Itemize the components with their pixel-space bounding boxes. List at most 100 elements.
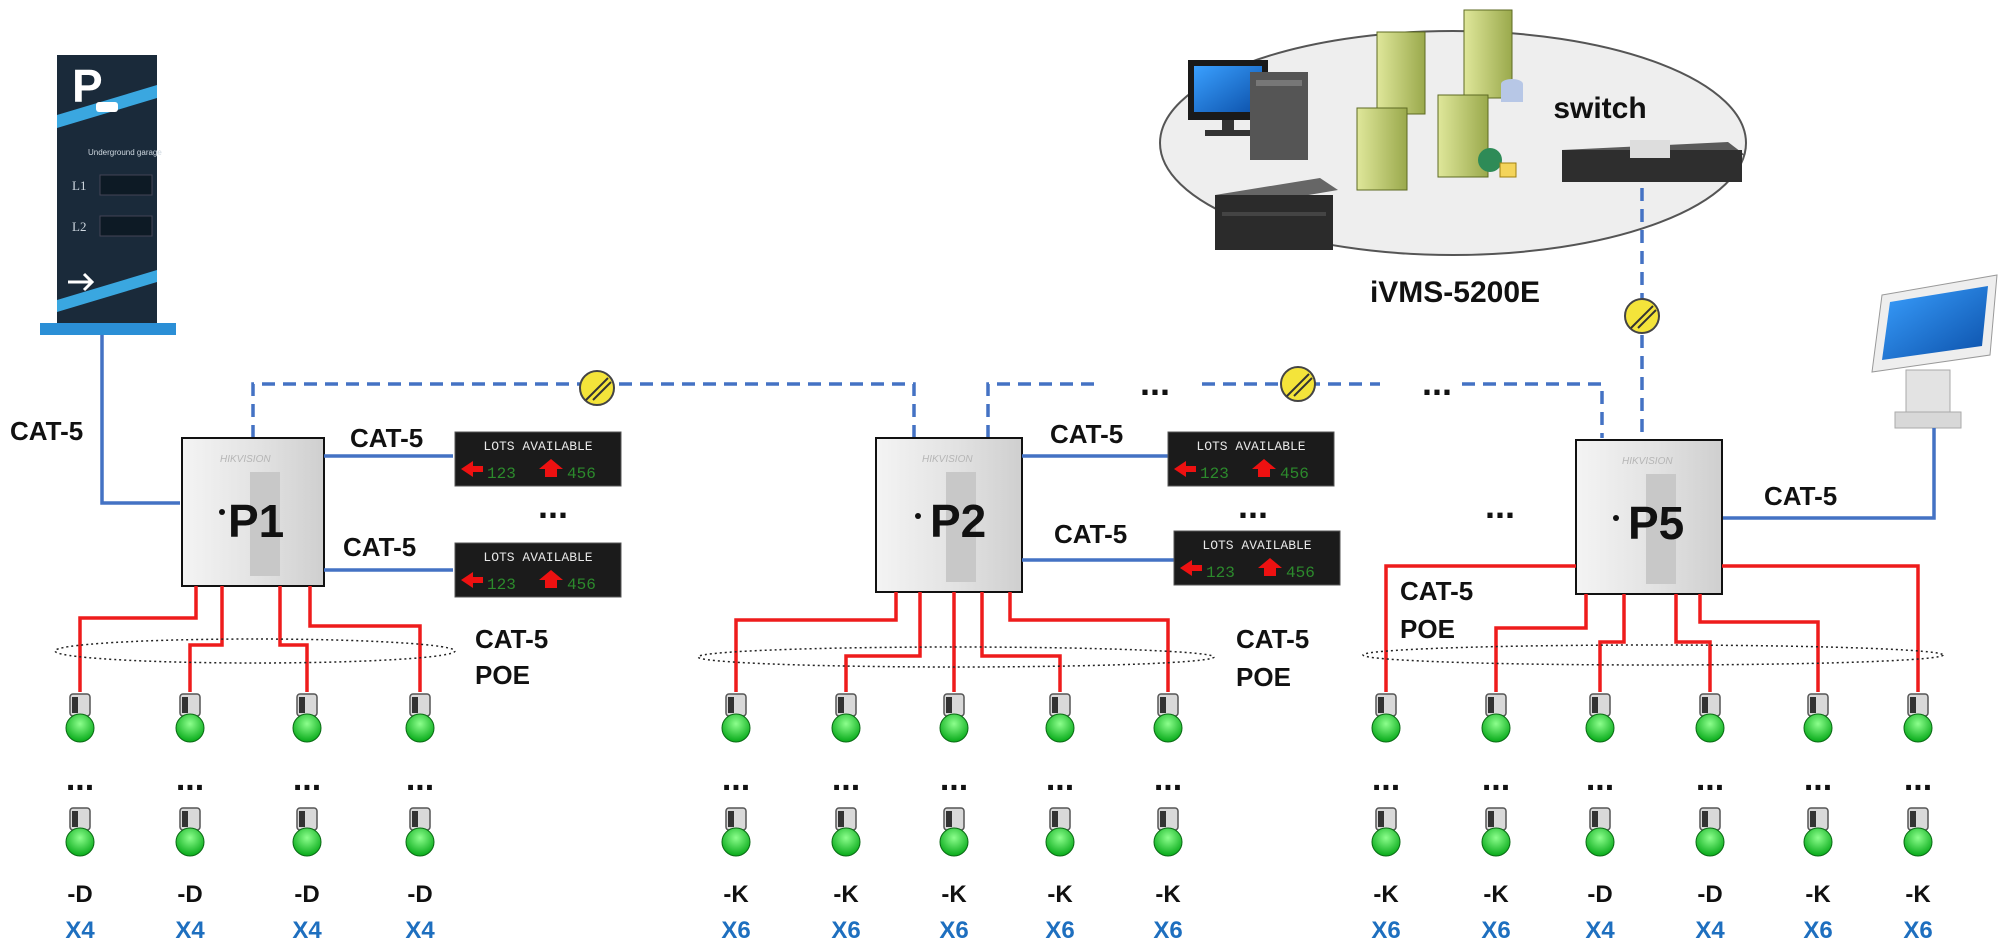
led-display-p1-1: LOTS AVAILABLE 123 456	[454, 431, 622, 487]
p5-brand: HIKVISION	[1622, 456, 1673, 467]
p1-top-cable-label: CAT-5	[350, 423, 423, 453]
sensor-column-p2-1: ...-KX6	[721, 693, 751, 944]
parking-sensor-icon	[1481, 693, 1511, 743]
sensor-type-label: -D	[67, 881, 92, 908]
cable-bundle-p5	[1362, 644, 1944, 666]
sensor-count-label: X4	[1585, 917, 1615, 944]
p1-bottom-cable-label: CAT-5	[343, 532, 416, 562]
cable-p5-kiosk	[1722, 428, 1936, 520]
led-display-p1-2: LOTS AVAILABLE 123 456	[454, 542, 622, 598]
sensor-count-label: X4	[65, 917, 95, 944]
display-title: LOTS AVAILABLE	[483, 439, 592, 454]
ellipsis-before-p5: ...	[1485, 485, 1515, 526]
sensor-count-label: X4	[175, 917, 205, 944]
nvr-device-icon	[1215, 178, 1338, 250]
sensor-type-label: -K	[833, 881, 859, 908]
p1-label: P1	[228, 495, 284, 547]
sign-level-2: L2	[72, 219, 86, 234]
display-cables	[324, 454, 1174, 572]
sign-level-1: L1	[72, 178, 86, 193]
parking-sensor-icon	[175, 807, 205, 857]
sensor-column-p5-5: ...-KX6	[1803, 693, 1833, 944]
ellipsis-backbone-2: ...	[1422, 362, 1452, 403]
ellipsis-backbone-1: ...	[1140, 362, 1170, 403]
sensor-column-p5-1: ...-KX6	[1371, 693, 1401, 944]
sensor-ellipsis: ...	[722, 760, 750, 798]
parking-sensor-icon	[1903, 807, 1933, 857]
display-left-number: 123	[487, 465, 516, 483]
display-left-number: 123	[487, 576, 516, 594]
sensor-type-label: -D	[1697, 881, 1722, 908]
parking-sensor-icon	[1153, 807, 1183, 857]
p2-bottom-cable-label: CAT-5	[1054, 519, 1127, 549]
sensor-ellipsis: ...	[293, 760, 321, 798]
display-left-number: 123	[1200, 465, 1229, 483]
parking-sensor-icon	[292, 807, 322, 857]
arrow-up-icon	[1252, 459, 1276, 477]
display-right-number: 456	[1280, 465, 1309, 483]
p5-poe-label: POE	[1400, 614, 1455, 644]
arrow-up-icon	[539, 570, 563, 588]
display-title: LOTS AVAILABLE	[1196, 439, 1305, 454]
sensor-type-label: -K	[941, 881, 967, 908]
parking-sensor-icon	[1695, 693, 1725, 743]
sensor-count-label: X4	[292, 917, 322, 944]
cable-bundle-p2	[697, 646, 1215, 668]
parking-sensor-icon	[405, 807, 435, 857]
sensor-layer: ...-DX4...-DX4...-DX4...-DX4...-KX6...-K…	[65, 693, 1933, 944]
switch-label: switch	[1553, 92, 1646, 125]
parking-sensor-icon	[831, 807, 861, 857]
parking-sensor-icon	[939, 693, 969, 743]
parking-sensor-icon	[1045, 693, 1075, 743]
controller-p5: HIKVISION P5	[1575, 439, 1723, 595]
parking-sensor-icon	[1371, 807, 1401, 857]
sensor-column-p2-5: ...-KX6	[1153, 693, 1183, 944]
parking-sensor-icon	[1045, 807, 1075, 857]
sensor-ellipsis: ...	[1372, 760, 1400, 798]
sensor-ellipsis: ...	[1482, 760, 1510, 798]
arrow-left-icon	[1180, 560, 1202, 576]
arrow-left-icon	[461, 572, 483, 588]
server-cluster-icon	[1356, 9, 1523, 191]
sensor-column-p2-3: ...-KX6	[939, 693, 969, 944]
sensor-count-label: X6	[1481, 917, 1510, 944]
sensor-type-label: -K	[1905, 881, 1931, 908]
sensor-column-p1-2: ...-DX4	[175, 693, 205, 944]
sensor-count-label: X4	[1695, 917, 1725, 944]
fiber-converter-icon-1	[579, 370, 615, 406]
server-label: iVMS-5200E	[1370, 276, 1540, 309]
p2-label: P2	[930, 495, 986, 547]
parking-sensor-icon	[1903, 693, 1933, 743]
sensor-type-label: -D	[294, 881, 319, 908]
parking-sensor-icon	[1371, 693, 1401, 743]
ellipsis-p2-displays: ...	[1238, 485, 1268, 526]
parking-sign: P Underground garage L1 L2	[40, 55, 176, 335]
sensor-type-label: -K	[1483, 881, 1509, 908]
parking-sensor-icon	[292, 693, 322, 743]
sensor-type-label: -K	[1047, 881, 1073, 908]
p5-poe-cat-label: CAT-5	[1400, 576, 1473, 606]
kiosk-terminal-icon	[1871, 274, 1998, 429]
p2-brand: HIKVISION	[922, 454, 973, 465]
arrow-right-icon	[68, 272, 95, 292]
server-network-group: switch iVMS-5200E	[1159, 9, 1747, 309]
ellipsis-p1-displays: ...	[538, 485, 568, 526]
sensor-column-p5-3: ...-DX4	[1585, 693, 1615, 944]
sensor-ellipsis: ...	[1046, 760, 1074, 798]
parking-sensor-icon	[1803, 693, 1833, 743]
arrow-left-icon	[1174, 461, 1196, 477]
fiber-link-p2-out	[986, 382, 1096, 438]
led-display-p2-2: LOTS AVAILABLE 123 456	[1173, 530, 1341, 586]
fiber-link-p5-in	[1462, 382, 1604, 438]
display-right-number: 456	[567, 576, 596, 594]
fiber-converter-icon-2	[1280, 366, 1316, 402]
parking-sensor-icon	[405, 693, 435, 743]
sensor-column-p5-4: ...-DX4	[1695, 693, 1725, 944]
p1-poe-cat-label: CAT-5	[475, 624, 548, 654]
controller-p1: HIKVISION P1	[181, 437, 325, 587]
p2-poe-label: POE	[1236, 662, 1291, 692]
arrow-up-icon	[1258, 558, 1282, 576]
arrow-up-icon	[539, 459, 563, 477]
sensor-count-label: X6	[721, 917, 750, 944]
sensor-type-label: -K	[1155, 881, 1181, 908]
